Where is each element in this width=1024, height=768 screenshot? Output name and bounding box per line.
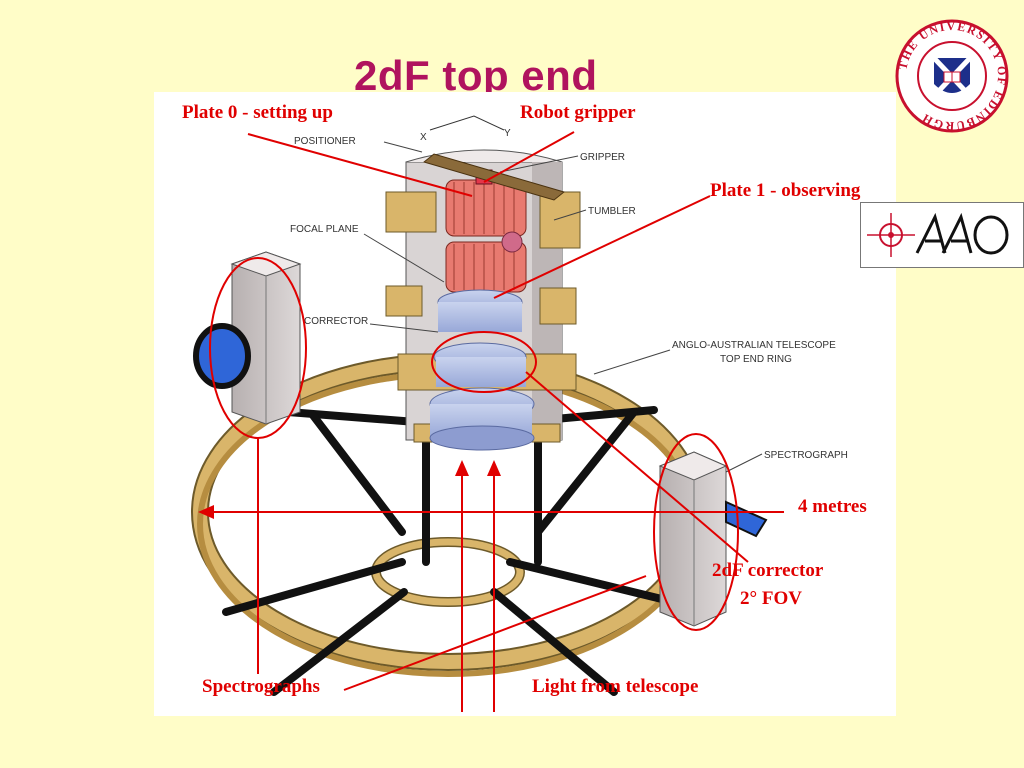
annotation-corrector-line1: 2dF corrector xyxy=(712,560,824,581)
aao-logo-mark xyxy=(867,212,1009,257)
annotation-overlays xyxy=(209,131,784,712)
label-focal-plane: FOCAL PLANE xyxy=(290,224,359,235)
right-spectrograph-highlight xyxy=(653,433,739,631)
diagram-panel: POSITIONER X Y GRIPPER TUMBLER FOCAL PLA… xyxy=(154,92,1024,716)
annotation-robot-gripper: Robot gripper xyxy=(520,102,636,123)
annotation-corrector-line2: 2° FOV xyxy=(740,588,802,609)
label-tumbler: TUMBLER xyxy=(588,206,636,217)
aao-logo xyxy=(860,202,1024,268)
label-spectrograph: SPECTROGRAPH xyxy=(764,450,848,461)
annotation-plate1: Plate 1 - observing xyxy=(710,180,861,201)
right-spectrograph xyxy=(658,451,768,627)
annotation-light-from-telescope: Light from telescope xyxy=(532,676,699,697)
label-positioner: POSITIONER xyxy=(294,136,356,147)
corrector-highlight xyxy=(431,331,537,393)
central-cylinder xyxy=(385,149,581,443)
label-y-axis: Y xyxy=(504,128,511,139)
label-corrector: CORRECTOR xyxy=(304,316,368,327)
2df-top-end-diagram: POSITIONER X Y GRIPPER TUMBLER FOCAL PLA… xyxy=(191,115,848,712)
annotation-arrowheads xyxy=(198,460,501,519)
label-aat-ring-2: TOP END RING xyxy=(720,354,792,365)
technical-labels: POSITIONER X Y GRIPPER TUMBLER FOCAL PLA… xyxy=(290,115,848,473)
annotation-plate0: Plate 0 - setting up xyxy=(182,102,333,123)
label-x-axis: X xyxy=(420,132,427,143)
label-aat-ring-1: ANGLO-AUSTRALIAN TELESCOPE xyxy=(672,340,836,351)
corrector-lenses xyxy=(429,289,535,451)
left-spectrograph xyxy=(193,251,302,425)
slide-title: 2dF top end xyxy=(354,52,598,99)
annotation-four-metres: 4 metres xyxy=(798,496,867,517)
label-gripper: GRIPPER xyxy=(580,152,625,163)
annotation-spectrographs: Spectrographs xyxy=(202,676,320,697)
university-seal-logo: THE UNIVERSITY OF EDINBURGH xyxy=(895,19,1009,133)
